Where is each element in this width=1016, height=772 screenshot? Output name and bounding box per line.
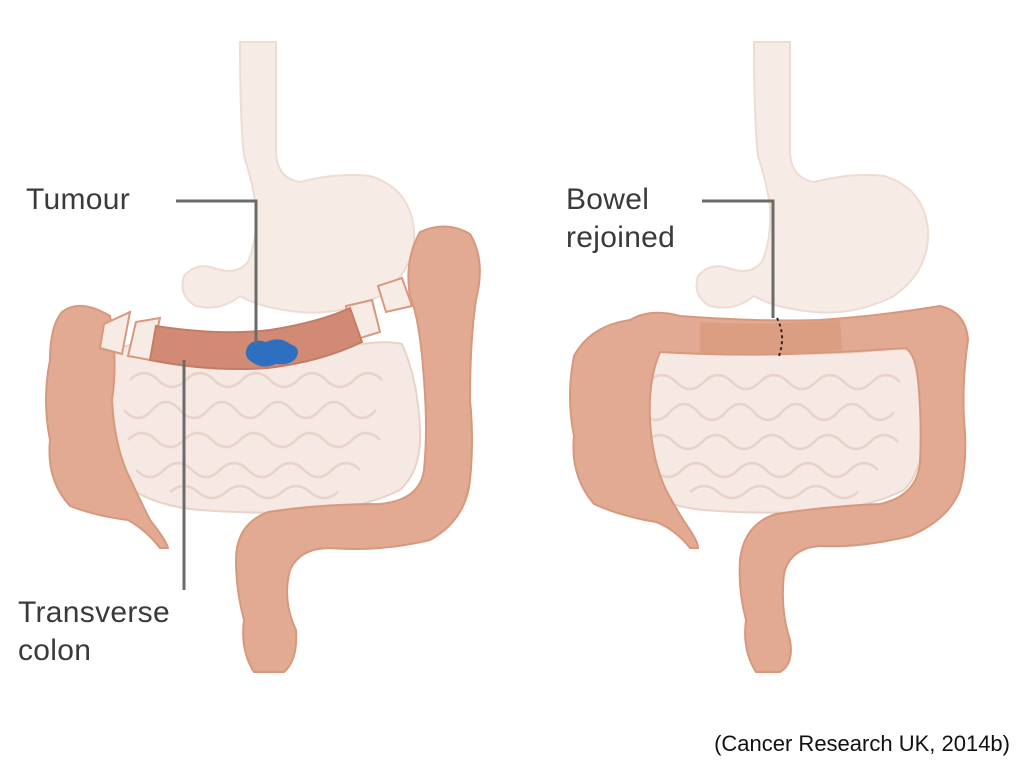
stomach-left: [181, 41, 416, 314]
rejoined-section: [700, 320, 842, 355]
tumour-label: Tumour: [26, 181, 130, 219]
left-panel: [45, 41, 481, 673]
leader-lines-right: [702, 199, 775, 318]
transverse-colon-label-line-2: colon: [18, 634, 92, 667]
leader-lines-left: [176, 199, 258, 590]
tumour-label-line-1: Tumour: [26, 183, 131, 216]
bowel-rejoined-label-line-1: Bowel: [566, 183, 650, 216]
small-intestine-right: [620, 347, 924, 514]
transverse-colon-label: Transverse colon: [18, 594, 170, 670]
citation: (Cancer Research UK, 2014b): [714, 731, 1010, 756]
bowel-rejoined-leader-line: [702, 199, 775, 318]
large-intestine-right: [569, 304, 970, 673]
tumour-leader-line: [176, 199, 258, 344]
bowel-rejoined-label-line-2: rejoined: [566, 221, 676, 254]
transverse-colon-label-line-1: Transverse: [18, 596, 170, 629]
large-intestine-left: [45, 225, 481, 673]
tumour-shape: [245, 339, 298, 367]
right-panel: [569, 41, 970, 673]
stomach-right: [695, 41, 930, 314]
join-stitch-line: [776, 317, 783, 357]
bowel-rejoined-label: Bowel rejoined: [566, 181, 675, 257]
